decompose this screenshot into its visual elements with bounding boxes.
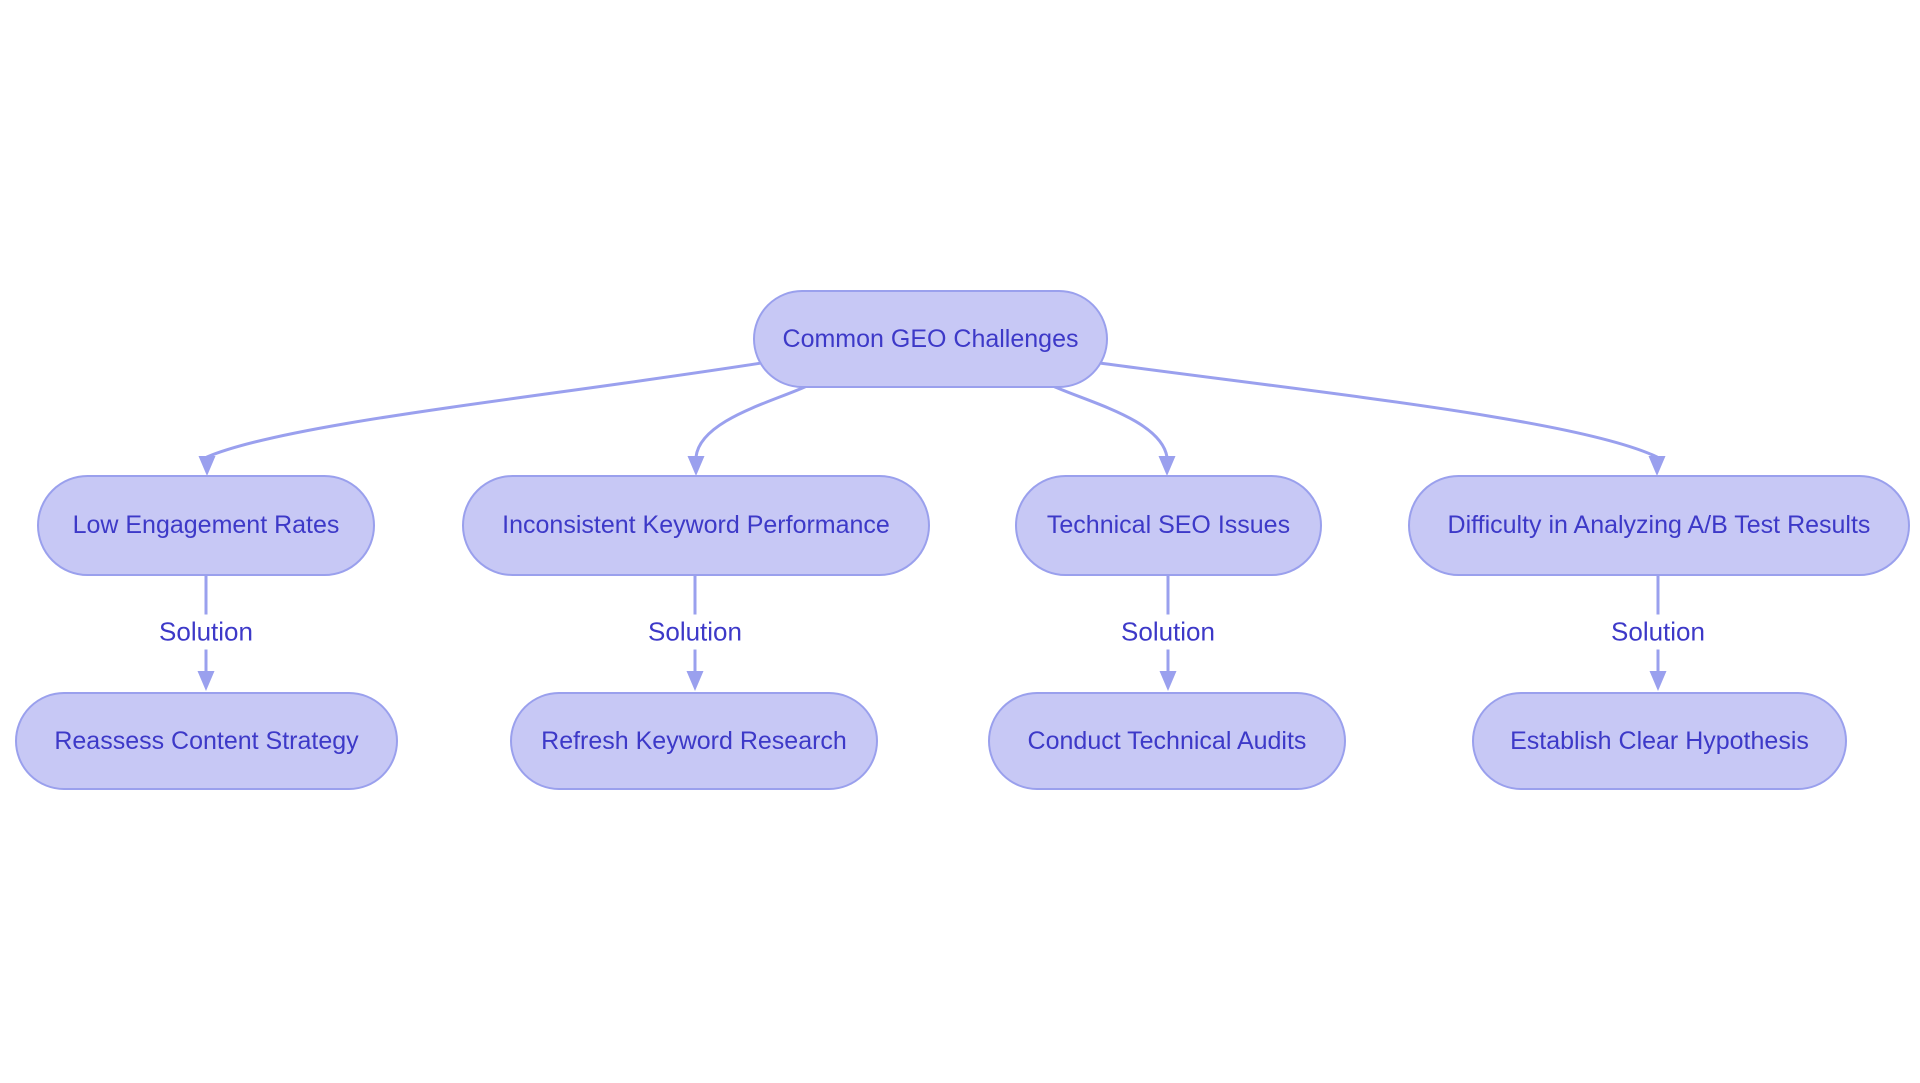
- arrowhead-challenge-2: [687, 456, 705, 476]
- node-solution-label: Establish Clear Hypothesis: [1510, 726, 1809, 755]
- arrowhead-solution-2: [686, 671, 704, 691]
- arrowhead-solution-4: [1649, 671, 1667, 691]
- edge-root-to-challenge-4: [1090, 360, 1659, 459]
- edge-root-to-challenge-1: [205, 360, 770, 459]
- node-challenge-low-engagement: Low Engagement Rates: [37, 475, 375, 576]
- node-solution-refresh-keyword: Refresh Keyword Research: [510, 692, 878, 790]
- node-root-label: Common GEO Challenges: [782, 324, 1079, 353]
- arrowhead-challenge-4: [1648, 456, 1666, 476]
- edge-root-to-challenge-3: [1051, 384, 1169, 459]
- arrowhead-solution-3: [1159, 671, 1177, 691]
- node-challenge-inconsistent-keyword: Inconsistent Keyword Performance: [462, 475, 930, 576]
- node-solution-label: Reassess Content Strategy: [54, 726, 359, 755]
- edge-root-to-challenge-2: [694, 384, 809, 459]
- node-solution-label: Conduct Technical Audits: [1027, 726, 1307, 755]
- edge-label-solution-4: Solution: [1603, 614, 1713, 650]
- edge-label-solution-2: Solution: [640, 614, 750, 650]
- node-solution-technical-audits: Conduct Technical Audits: [988, 692, 1346, 790]
- node-challenge-ab-test-results: Difficulty in Analyzing A/B Test Results: [1408, 475, 1910, 576]
- node-challenge-label: Low Engagement Rates: [72, 511, 340, 539]
- node-challenge-label: Difficulty in Analyzing A/B Test Results: [1447, 511, 1871, 539]
- node-solution-clear-hypothesis: Establish Clear Hypothesis: [1472, 692, 1847, 790]
- node-challenge-label: Inconsistent Keyword Performance: [502, 511, 890, 539]
- arrowhead-challenge-1: [198, 456, 216, 476]
- edge-label-solution-3: Solution: [1113, 614, 1223, 650]
- arrowhead-challenge-3: [1158, 456, 1176, 476]
- node-root-common-geo-challenges: Common GEO Challenges: [753, 290, 1108, 388]
- node-challenge-label: Technical SEO Issues: [1046, 511, 1291, 539]
- edge-label-solution-1: Solution: [151, 614, 261, 650]
- arrowhead-solution-1: [197, 671, 215, 691]
- node-solution-label: Refresh Keyword Research: [541, 726, 847, 755]
- node-challenge-technical-seo: Technical SEO Issues: [1015, 475, 1322, 576]
- node-solution-reassess-content: Reassess Content Strategy: [15, 692, 398, 790]
